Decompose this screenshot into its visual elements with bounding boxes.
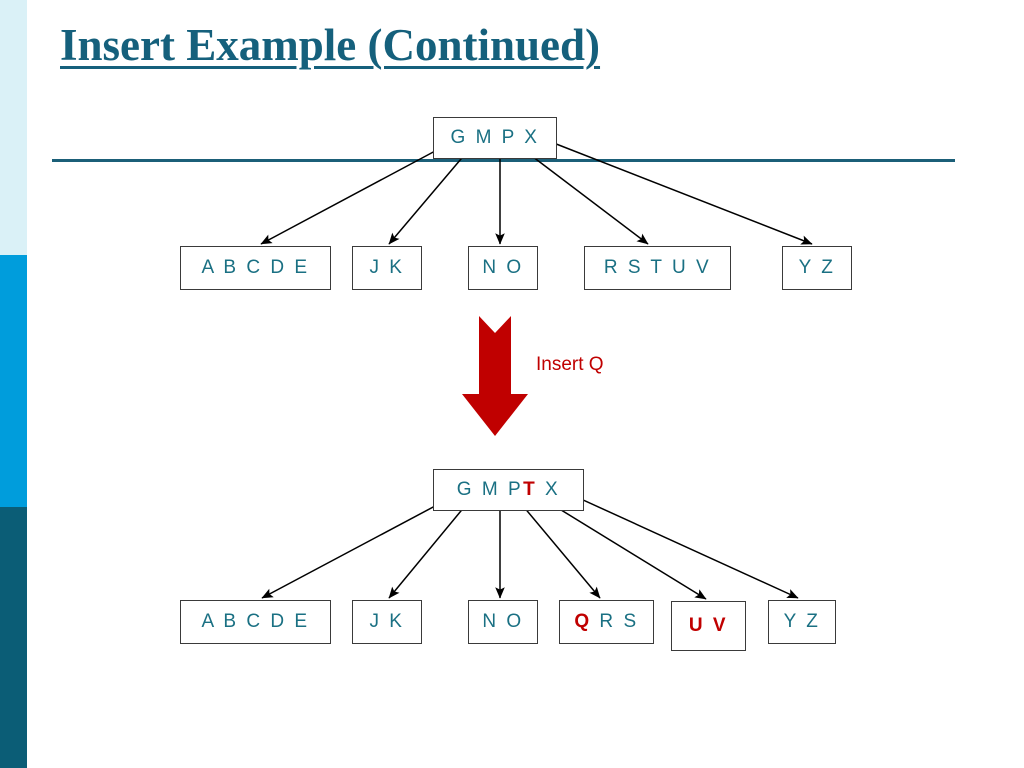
edge-root-to-yz [545,139,813,245]
key-u-highlighted: U [688,615,706,636]
key-t-highlighted: T [523,479,538,500]
key-r: R [599,611,616,632]
node-label: N O [482,611,524,632]
node-label: Q R S [574,611,638,633]
node-leaf-jk-after[interactable]: J K [352,600,422,644]
edge-root2-to-yz [569,493,799,599]
node-leaf-abcde-before[interactable]: A B C D E [180,246,331,290]
node-leaf-yz-before[interactable]: Y Z [782,246,852,290]
edge-root2-to-abcde [261,496,453,599]
node-leaf-qrs-after[interactable]: Q R S [559,600,654,644]
node-root-after[interactable]: G M PT X [433,469,584,511]
node-leaf-yz-after[interactable]: Y Z [768,600,836,644]
node-label: G M P X [450,127,540,148]
node-label: U V [689,615,728,637]
edge-root2-to-uv [539,496,707,600]
sidebar-decoration [0,0,27,768]
edge-root2-to-jk [388,499,471,599]
sidebar-band-bottom [0,507,27,768]
node-label: J K [369,257,405,278]
node-label: Y Z [798,257,836,278]
edge-root2-to-qrs [517,499,601,599]
key-s: S [623,611,639,632]
key-p: P [507,479,524,500]
node-leaf-abcde-after[interactable]: A B C D E [180,600,331,644]
node-root-before[interactable]: G M P X [433,117,557,159]
key-v-highlighted: V [712,615,729,636]
key-q-highlighted: Q [574,611,592,632]
insert-operation-label: Insert Q [536,354,604,375]
node-label: A B C D E [201,257,310,278]
node-leaf-jk-before[interactable]: J K [352,246,422,290]
node-leaf-uv-after[interactable]: U V [671,601,746,651]
node-leaf-no-before[interactable]: N O [468,246,538,290]
page-title: Insert Example (Continued) [60,20,601,70]
node-label: J K [369,611,405,632]
edge-root-to-abcde [260,141,453,245]
node-label: R S T U V [603,257,712,278]
sidebar-band-top [0,0,27,255]
arrow-shape [462,316,528,436]
insert-down-arrow-icon [462,316,528,436]
key-g: G [456,479,475,500]
sidebar-band-middle [0,255,27,507]
title-divider-rule [52,159,955,162]
node-label: G M PT X [457,479,560,501]
node-label: Y Z [783,611,821,632]
node-leaf-no-after[interactable]: N O [468,600,538,644]
node-label: N O [482,257,524,278]
node-label: A B C D E [201,611,310,632]
key-m: M [481,479,501,500]
node-leaf-rstuv-before[interactable]: R S T U V [584,246,731,290]
key-x: X [545,479,561,500]
